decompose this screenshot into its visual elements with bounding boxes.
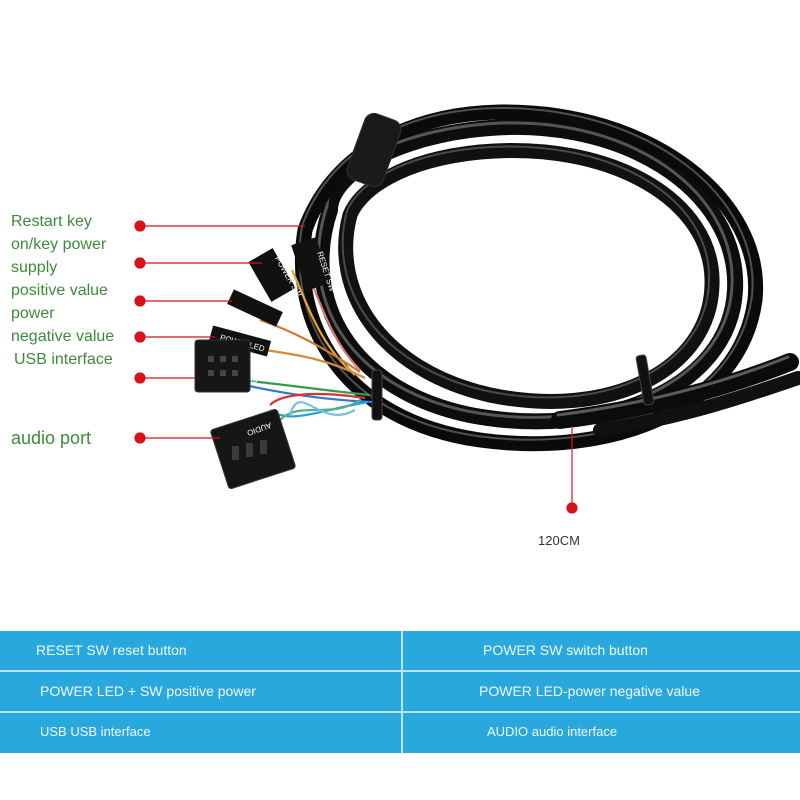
cell-text: USB USB interface xyxy=(40,724,151,739)
callout-markers xyxy=(134,220,578,514)
cell-text: POWER LED + SW positive power xyxy=(40,683,256,699)
table-row-2-left: POWER LED + SW positive power xyxy=(0,672,401,710)
table-row-3-right: AUDIO audio interface xyxy=(403,713,800,751)
callout-usb-interface: USB interface xyxy=(14,351,113,368)
usb-connector: USB xyxy=(194,339,258,393)
callout-positive-value: positive value xyxy=(11,282,108,299)
callout-power-supply-cont: supply xyxy=(11,259,58,276)
cell-text: POWER LED-power negative value xyxy=(479,683,700,699)
cable-bundle xyxy=(294,104,800,452)
table-row-1-right: POWER SW switch button xyxy=(403,631,800,669)
callout-restart-key: Restart key xyxy=(11,213,92,230)
audio-connector: AUDIO xyxy=(210,408,296,490)
cell-text: POWER SW switch button xyxy=(483,642,648,658)
svg-text:USB: USB xyxy=(249,367,258,383)
callout-negative-value: negative value xyxy=(11,328,115,345)
table-column-divider xyxy=(401,631,403,753)
table-row-3-left: USB USB interface xyxy=(0,713,401,751)
table-row-2-right: POWER LED-power negative value xyxy=(403,672,800,710)
callout-power-supply: on/key power xyxy=(11,236,107,253)
table-divider xyxy=(0,711,800,713)
cell-text: AUDIO audio interface xyxy=(487,724,618,739)
table-divider xyxy=(0,670,800,672)
table-row-1-left: RESET SW reset button xyxy=(0,631,401,669)
cable-length-label: 120CM xyxy=(538,533,580,548)
pin-definition-table: RESET SW reset button POWER SW switch bu… xyxy=(0,631,800,753)
callout-power: power xyxy=(11,305,55,322)
callout-audio-port: audio port xyxy=(11,428,92,448)
cell-text: RESET SW reset button xyxy=(36,642,187,658)
